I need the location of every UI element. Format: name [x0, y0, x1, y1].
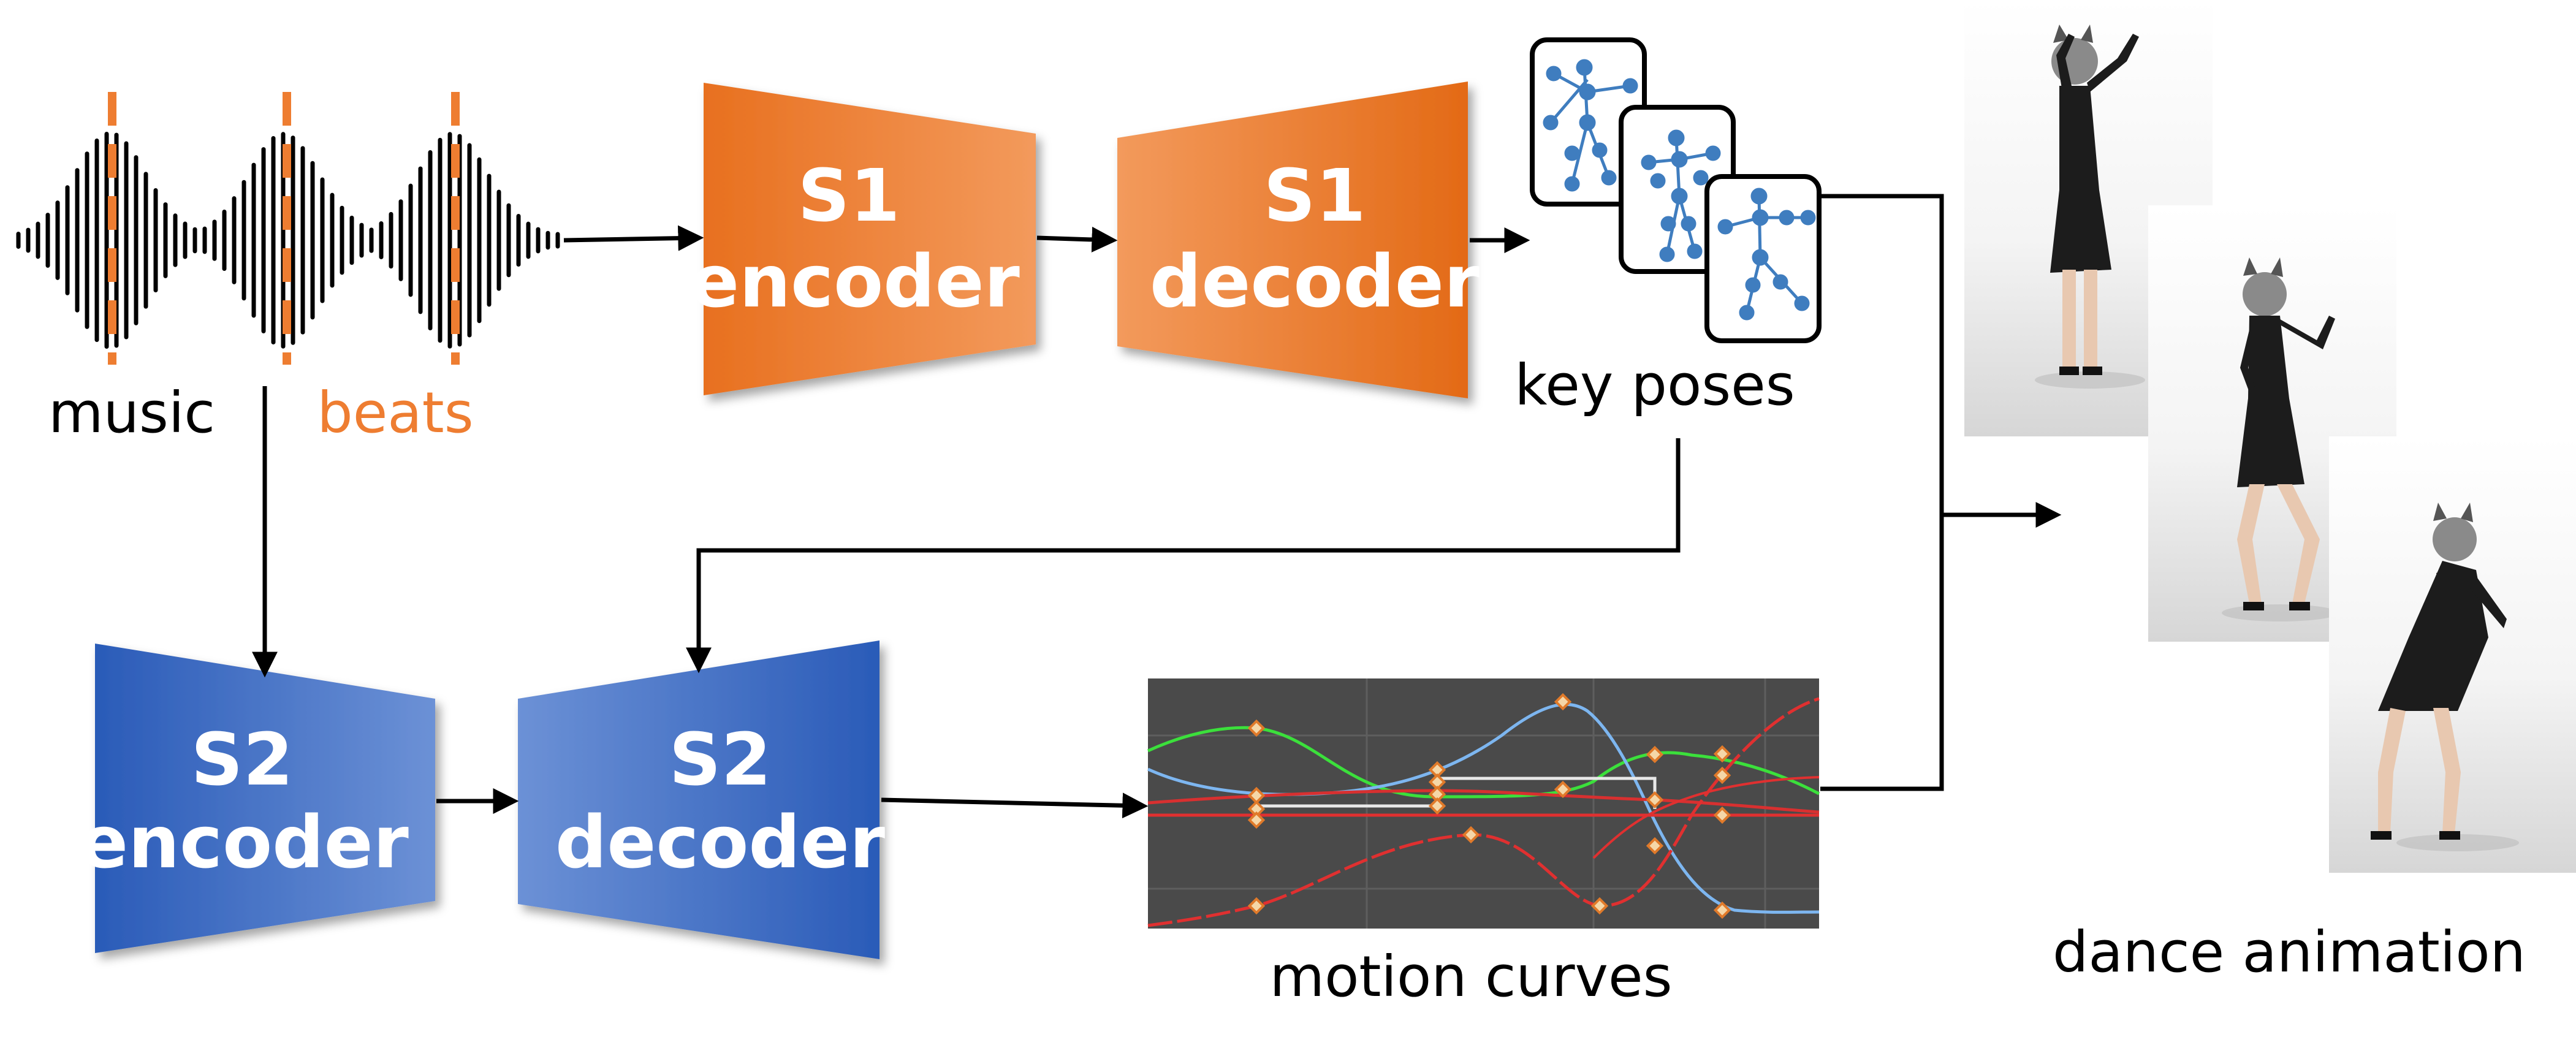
connectors — [252, 194, 2062, 819]
keyframe-marker — [1646, 745, 1664, 764]
keyframe-marker — [1713, 806, 1731, 824]
s2-encoder-block — [95, 644, 435, 953]
motion-curve — [1592, 776, 1820, 859]
motion-curves-panel — [1147, 678, 1820, 929]
key-poses-label: key poses — [1514, 352, 1795, 418]
key-pose-card-1 — [1530, 37, 1647, 207]
keyframe-marker — [1247, 719, 1266, 737]
dancing-character-icon — [2222, 257, 2338, 621]
keyframe-marker — [1462, 826, 1480, 844]
s1-decoder-block — [1117, 82, 1468, 398]
keyframe-marker — [1554, 780, 1572, 799]
motion-curve — [1147, 789, 1820, 814]
arrow-s2-decoder-to-motion-curves — [881, 792, 1149, 819]
arrow-s1-encoder-to-decoder — [1036, 226, 1118, 253]
dancing-character-icon — [2035, 25, 2145, 389]
s1-encoder-line1: S1 — [797, 153, 900, 238]
skeleton-pose-icon — [1717, 188, 1816, 321]
s1-encoder-block — [704, 83, 1036, 395]
dance-animation-label: dance animation — [2053, 919, 2526, 985]
keyframe-marker — [1646, 791, 1664, 809]
connector-key-poses-to-merge — [1820, 194, 1944, 515]
keyframe-marker — [1554, 693, 1572, 711]
connector-motion-curves-to-merge — [1820, 515, 1944, 791]
keyframe-marker — [1428, 761, 1446, 779]
animation-frame-3 — [2329, 436, 2576, 873]
s2-encoder-line1: S2 — [191, 717, 293, 802]
motion-curves-label: motion curves — [1269, 944, 1672, 1009]
keyframe-marker — [1428, 797, 1446, 815]
beat-markers — [108, 92, 460, 365]
music-label: music — [48, 380, 215, 446]
key-pose-card-3 — [1704, 174, 1822, 343]
animation-frame-2 — [2148, 205, 2396, 642]
dancing-character-icon — [2371, 503, 2519, 851]
keyframe-marker — [1590, 897, 1609, 915]
arrow-key-poses-to-s2-decoder — [686, 438, 1681, 674]
s1-decoder-line2: decoder — [1150, 239, 1480, 324]
keyframe-marker — [1247, 786, 1266, 805]
s1-encoder-line2: encoder — [690, 239, 1020, 324]
beats-label: beats — [317, 380, 473, 446]
keyframe-marker — [1247, 811, 1266, 829]
s2-decoder-block — [518, 640, 880, 959]
s2-decoder-line1: S2 — [669, 717, 771, 802]
keyframe-marker — [1428, 785, 1446, 804]
keyframe-marker — [1713, 901, 1731, 919]
keyframe-marker — [1247, 800, 1266, 818]
skeleton-pose-icon — [1641, 129, 1721, 262]
arrow-music-to-s1-encoder — [563, 225, 704, 251]
s1-decoder-line1: S1 — [1263, 153, 1366, 238]
keyframe-marker — [1646, 837, 1664, 855]
keyframe-marker — [1247, 897, 1266, 915]
audio-waveform-icon — [16, 131, 560, 349]
s2-encoder-line2: encoder — [79, 800, 409, 884]
key-pose-card-2 — [1619, 105, 1736, 274]
skeleton-pose-icon — [1543, 59, 1638, 192]
keyframe-marker — [1713, 745, 1731, 763]
dance-animation-frames — [1964, 0, 2576, 873]
keyframe-marker — [1428, 773, 1446, 791]
key-pose-cards — [1530, 37, 1822, 343]
s2-decoder-line2: decoder — [555, 800, 885, 884]
keyframe-marker — [1713, 766, 1731, 785]
